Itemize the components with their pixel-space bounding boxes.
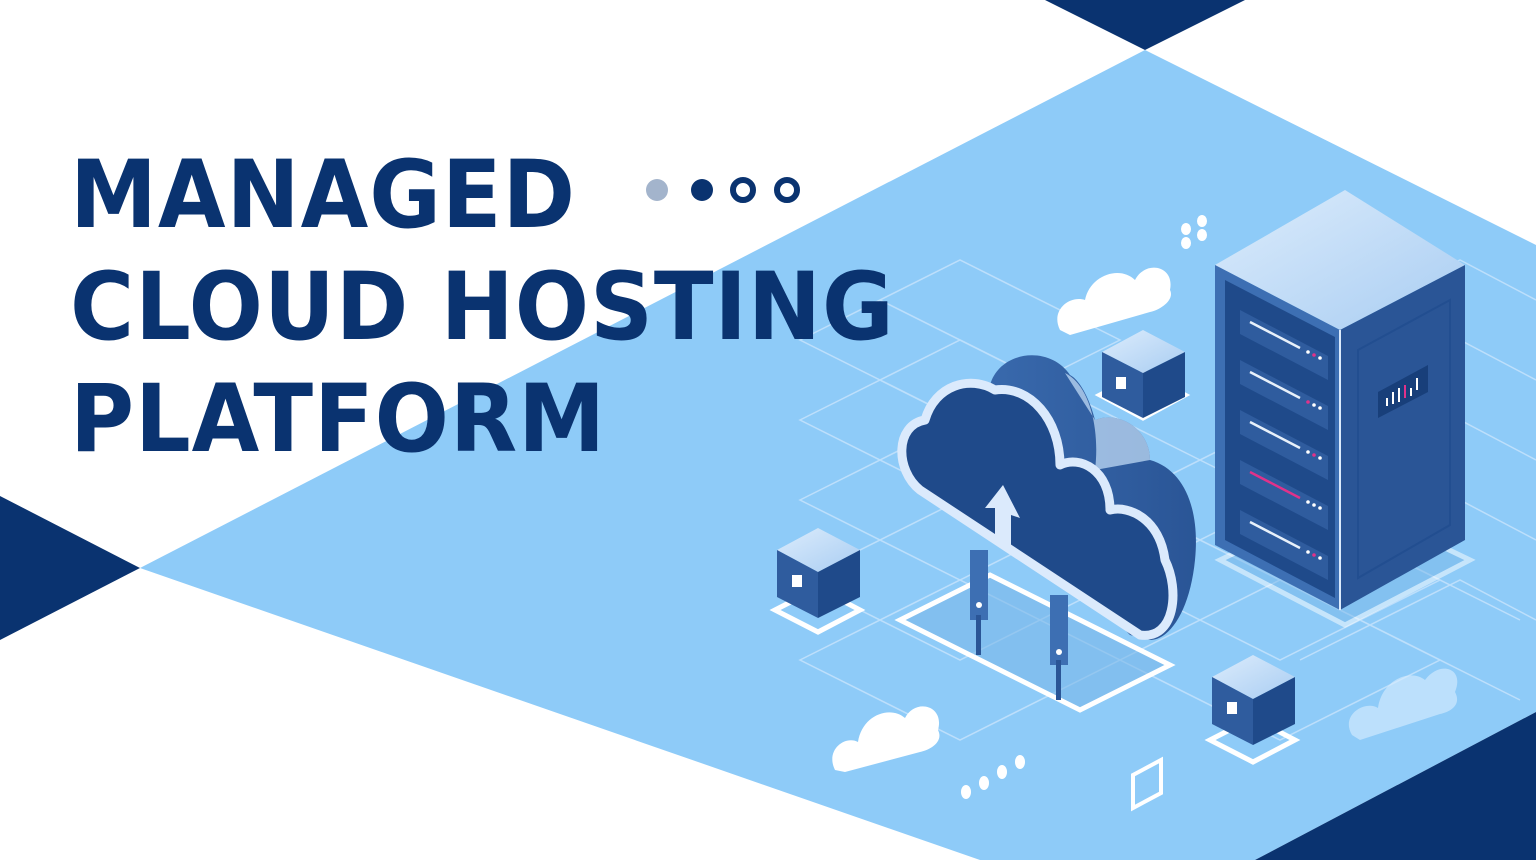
cloud-upload-icon [897, 355, 1196, 640]
small-cloud-icon [832, 706, 940, 772]
cube-node-icon [1094, 330, 1191, 421]
dot-filled-navy-icon [691, 179, 713, 201]
headline: MANAGED CLOUD HOSTING PLATFORM [70, 140, 895, 476]
dot-cluster-icon [1181, 215, 1207, 249]
light-blue-diamond [140, 50, 1536, 860]
headline-line-3: PLATFORM [70, 365, 607, 474]
faint-cloud-icon [1348, 668, 1458, 740]
dot-filled-grey-icon [646, 179, 668, 201]
server-unit [1240, 410, 1328, 480]
navy-diamond-top [1045, 0, 1245, 50]
server-unit [1240, 360, 1328, 430]
cube-node-icon [769, 528, 866, 635]
hollow-tile-icon [1131, 756, 1163, 812]
decorative-dots [646, 177, 800, 203]
server-unit [1240, 310, 1328, 380]
headline-line-2: CLOUD HOSTING [70, 253, 895, 362]
connector-pins [970, 550, 1068, 700]
cloud-platform [894, 572, 1176, 713]
server-unit [1240, 510, 1328, 580]
server-unit [1240, 460, 1328, 530]
dot-ring-navy-icon [730, 177, 756, 203]
navy-triangle-bottom-right [1255, 712, 1536, 860]
small-cloud-icon [1057, 267, 1171, 335]
status-chart-icon [1378, 365, 1428, 418]
navy-triangle-left [0, 496, 140, 640]
arrow-up-icon [985, 485, 1020, 550]
dot-row-icon [961, 755, 1025, 799]
server-rack [1215, 190, 1465, 610]
headline-line-1: MANAGED [70, 141, 577, 250]
cube-node-icon [1204, 655, 1301, 765]
dot-ring-navy-icon [774, 177, 800, 203]
